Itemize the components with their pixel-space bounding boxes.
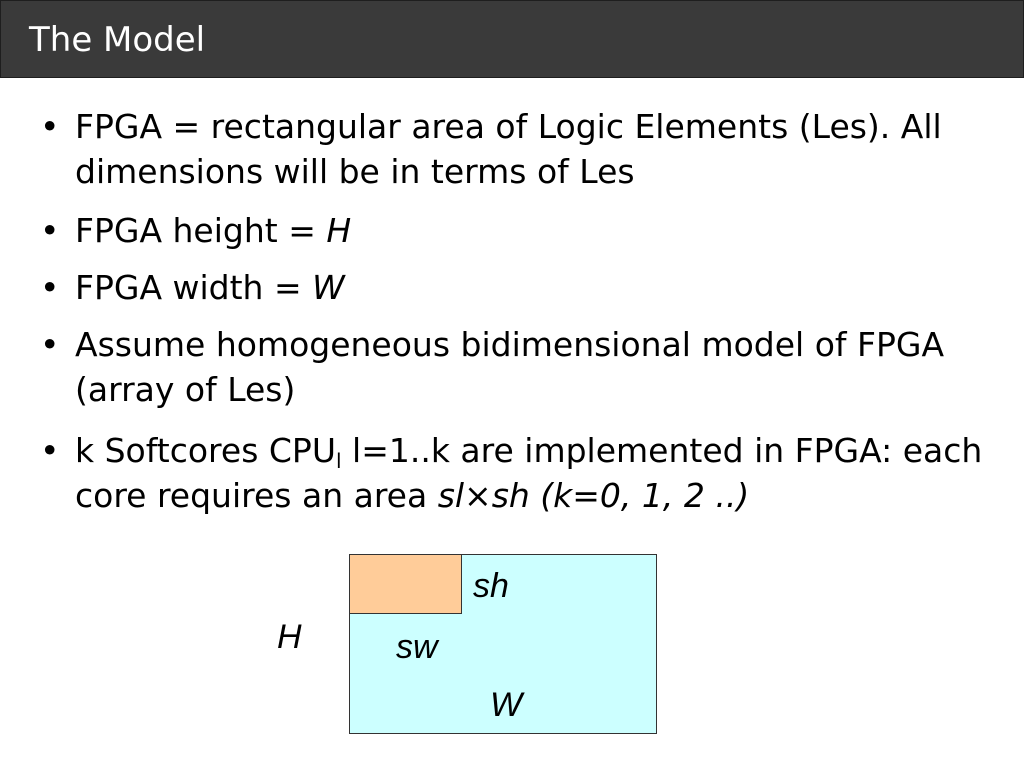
bullet-dot: • [40, 107, 60, 146]
height-variable: H [326, 211, 352, 250]
bullet-text-part2: l=1..k are implemented in FPGA: each cor… [75, 431, 983, 515]
bullet-text: FPGA width = W [75, 265, 1015, 310]
bullet-dot: • [40, 325, 60, 364]
cpu-subscript: l [335, 449, 342, 473]
bullet-item-4: • Assume homogeneous bidimensional model… [40, 322, 1015, 412]
bullet-dot: • [40, 211, 60, 250]
title-bar: The Model [0, 0, 1024, 78]
bullet-item-3: • FPGA width = W [40, 265, 1015, 310]
bullet-text-part1: k Softcores CPU [75, 431, 336, 470]
label-height: H [277, 618, 302, 656]
bullet-text: FPGA height = H [75, 208, 1015, 253]
bullet-text-main: FPGA width = [75, 268, 313, 307]
slide-title: The Model [29, 20, 206, 60]
bullet-dot: • [40, 268, 60, 307]
softcore-area-rectangle [349, 554, 462, 614]
bullet-item-5: • k Softcores CPUl l=1..k are implemente… [40, 428, 1015, 518]
bullet-item-1: • FPGA = rectangular area of Logic Eleme… [40, 104, 1015, 194]
bullet-text: FPGA = rectangular area of Logic Element… [75, 107, 942, 191]
bullet-text: Assume homogeneous bidimensional model o… [75, 325, 945, 409]
label-sw: sw [396, 628, 438, 666]
label-sh: sh [473, 567, 509, 605]
bullet-item-2: • FPGA height = H [40, 208, 1015, 253]
width-variable: W [312, 268, 345, 307]
bullet-dot: • [40, 431, 60, 470]
bullet-text: k Softcores CPUl l=1..k are implemented … [75, 428, 1010, 518]
area-formula: sl×sh (k=0, 1, 2 ..) [437, 476, 750, 515]
label-width: W [490, 686, 523, 724]
bullet-text-main: FPGA height = [75, 211, 327, 250]
